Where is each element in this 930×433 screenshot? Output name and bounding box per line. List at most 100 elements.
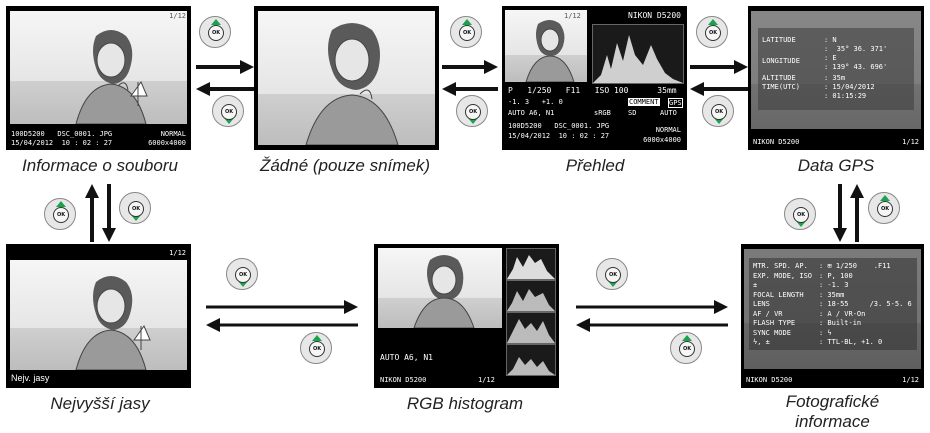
camera-model: NIKON D5200	[753, 138, 800, 146]
arrow-up-icon	[850, 184, 864, 242]
comment-badge: COMMENT	[628, 98, 660, 106]
multi-selector-up-icon: OK	[696, 16, 728, 48]
caption-none: Žádné (pouze snímek)	[259, 156, 431, 175]
shooting-info-label: ±	[753, 281, 758, 289]
shooting-info-value: : -1. 3	[819, 281, 849, 289]
latitude-label: LATITUDE	[762, 36, 796, 44]
date-time: 15/04/2012 10 : 02 : 27	[11, 139, 113, 147]
folder-file-name: 100D5200 DSC_0001. JPG	[11, 130, 113, 138]
time-label: TIME(UTC)	[762, 83, 800, 91]
time-date: : 15/04/2012	[824, 83, 875, 91]
camera-model: NIKON D5200	[746, 376, 793, 384]
shooting-info-value: : ⊞ 1/250 .F11	[819, 262, 891, 270]
multi-selector-up-icon: OK	[670, 332, 702, 364]
shooting-info-label: ϟ, ±	[753, 338, 770, 346]
arrow-left-icon	[690, 82, 748, 96]
arrow-left-icon	[442, 82, 498, 96]
arrow-right-icon	[576, 300, 728, 314]
shooting-info-value: : Built-in	[819, 319, 862, 327]
white-balance: AUTO A6, N1	[380, 353, 433, 362]
multi-selector-down-icon: OK	[226, 258, 258, 290]
shooting-info-label: SYNC MODE	[753, 328, 791, 337]
gps-badge: GPS	[668, 98, 683, 108]
frame-counter: 1/12	[478, 376, 495, 384]
gps-data-screen: LATITUDE : N : 35° 36. 371' LONGITUDE : …	[748, 6, 924, 150]
caption-file-info: Informace o souboru	[22, 156, 178, 175]
active-d-lighting: AUTO	[660, 109, 677, 117]
caption-shooting-info-line2: informace	[795, 412, 870, 431]
shooting-info-label: MTR. SPD. AP.	[753, 262, 808, 270]
shooting-info-value: : 18-55 /3. 5-5. 6	[819, 300, 912, 308]
picture-control: SD	[628, 109, 637, 117]
time-clock: : 01:15:29	[824, 92, 867, 100]
multi-selector-up-icon: OK	[450, 16, 482, 48]
caption-gps: Data GPS	[797, 156, 875, 175]
blue-histogram	[506, 344, 556, 376]
portrait-illustration	[525, 20, 575, 82]
color-space: sRGB	[594, 109, 611, 117]
arrow-down-icon	[833, 184, 847, 242]
caption-shooting-info-line1: Fotografické	[785, 392, 880, 411]
frame-counter: 1/12	[169, 249, 186, 257]
arrow-right-icon	[206, 300, 358, 314]
arrow-right-icon	[690, 60, 748, 74]
multi-selector-up-icon: OK	[300, 332, 332, 364]
caption-highlights: Nejvyšší jasy	[50, 394, 150, 413]
shooting-info-label: FLASH TYPE	[753, 319, 796, 327]
multi-selector-down-icon: OK	[702, 95, 734, 127]
file-info-screen: 1/12 100D5200 DSC_0001. JPG NORMAL 15/04…	[6, 6, 191, 150]
caption-rgb-histogram: RGB histogram	[406, 394, 524, 413]
shooting-info-label: FOCAL LENGTH	[753, 290, 804, 299]
image-quality: NORMAL	[160, 130, 186, 138]
white-balance: AUTO A6, N1	[508, 109, 555, 117]
frame-counter: 1/12	[564, 12, 581, 20]
shooting-info-value: : 35mm	[819, 290, 845, 299]
shooting-info-value: : P, 100	[819, 271, 853, 280]
latitude-hemisphere: : N	[824, 36, 837, 44]
arrow-right-icon	[196, 60, 254, 74]
frame-counter: 1/12	[902, 138, 919, 146]
camera-model: NIKON D5200	[628, 11, 681, 20]
arrow-left-icon	[206, 318, 358, 332]
shooting-info-label: EXP. MODE, ISO	[753, 271, 813, 280]
image-size: 6000x4000	[643, 136, 681, 144]
arrow-left-icon	[576, 318, 728, 332]
shooting-info-value: : TTL-BL, +1. 0	[819, 338, 883, 346]
arrow-down-icon	[102, 184, 116, 242]
red-histogram	[506, 280, 556, 312]
multi-selector-up-icon: OK	[868, 192, 900, 224]
date-time: 15/04/2012 10 : 02 : 27	[508, 132, 610, 140]
luminance-histogram	[506, 248, 556, 280]
multi-selector-down-icon: OK	[784, 198, 816, 230]
shooting-info-label: AF / VR	[753, 309, 783, 318]
overview-screen: 1/12 NIKON D5200 P 1/250 F11 ISO 100 35m…	[502, 6, 687, 150]
longitude-value: : 139° 43. 696'	[824, 63, 888, 71]
longitude-hemisphere: : E	[824, 54, 837, 62]
frame-counter: 1/12	[902, 376, 919, 384]
camera-model: NIKON D5200	[380, 376, 427, 384]
multi-selector-down-icon: OK	[596, 258, 628, 290]
portrait-illustration	[75, 30, 148, 124]
caption-overview: Přehled	[565, 156, 625, 175]
frame-counter: 1/12	[169, 12, 186, 20]
shooting-info-value: : A / VR-On	[819, 309, 866, 318]
portrait-illustration	[75, 276, 151, 370]
latitude-value: : 35° 36. 371'	[824, 45, 888, 53]
highlights-label: Nejv. jasy	[11, 373, 50, 383]
multi-selector-up-icon: OK	[199, 16, 231, 48]
folder-file-name: 100D5200 DSC_0001. JPG	[508, 122, 610, 130]
rgb-histogram-screen: AUTO A6, N1 NIKON D5200 1/12	[374, 244, 559, 388]
image-size: 6000x4000	[148, 139, 186, 147]
multi-selector-down-icon: OK	[212, 95, 244, 127]
shooting-info-value: : ϟ	[819, 328, 832, 337]
green-histogram	[506, 312, 556, 344]
exposure-compensation: -1. 3 +1. 0	[508, 98, 563, 106]
portrait-illustration	[305, 23, 399, 145]
image-quality: NORMAL	[655, 126, 681, 134]
arrow-up-icon	[85, 184, 99, 242]
longitude-label: LONGITUDE	[762, 57, 800, 65]
multi-selector-up-icon: OK	[44, 198, 76, 230]
highlights-screen: 1/12 Nejv. jasy	[6, 244, 191, 388]
multi-selector-down-icon: OK	[456, 95, 488, 127]
